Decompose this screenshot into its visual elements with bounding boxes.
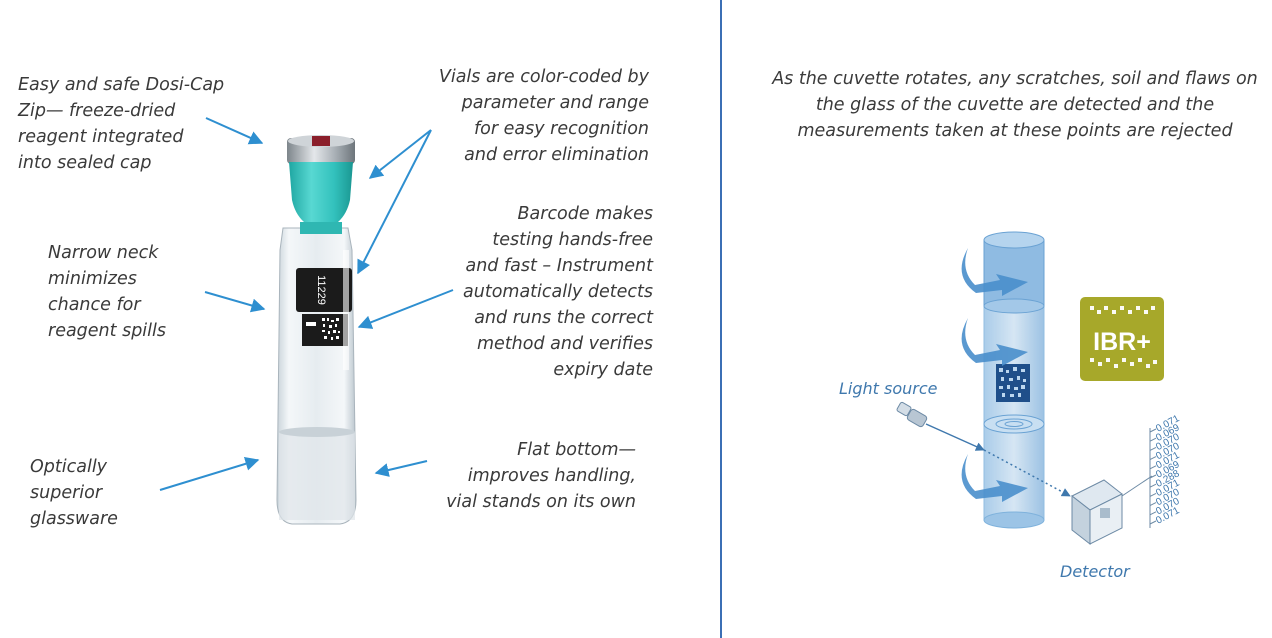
cap-seal-icon (312, 136, 330, 146)
light-source-icon (896, 401, 928, 428)
detector-label: Detector (1060, 562, 1130, 581)
ibr-logo: IBR+ (1080, 297, 1164, 381)
callout-optically: Optically superior glassware (30, 457, 118, 529)
reading-tick (1149, 483, 1157, 488)
reading-tick (1149, 511, 1157, 516)
readings-list: 0.0710.0690.0700.0700.0710.0690.2880.071… (1149, 413, 1182, 528)
reading-tick (1149, 520, 1157, 525)
vial: 11229 (276, 135, 357, 525)
callout-flat-bottom: Flat bottom— improves handling, vial sta… (446, 440, 636, 512)
reading-tick (1149, 446, 1157, 451)
callout-color-coded: Vials are color-coded by parameter and r… (438, 67, 649, 165)
vial-cap (289, 162, 353, 222)
reading-tick (1149, 502, 1157, 507)
reading-tick (1149, 428, 1157, 433)
reading-tick (1149, 492, 1157, 497)
reading-tick (1149, 465, 1157, 470)
detector-icon (1071, 479, 1123, 546)
light-source-label: Light source (839, 379, 938, 398)
panel-divider (720, 0, 722, 638)
ibr-logo-text: IBR+ (1093, 328, 1151, 356)
cuvette-diagram: 0.0710.0690.0700.0700.0710.0690.2880.071… (896, 231, 1182, 546)
callout-barcode: Barcode makes testing hands-free and fas… (463, 204, 653, 380)
callout-dosi-cap: Easy and safe Dosi-Cap Zip— freeze-dried… (18, 75, 225, 173)
reading-tick (1149, 437, 1157, 442)
cuvette-description: As the cuvette rotates, any scratches, s… (772, 69, 1258, 141)
callout-narrow-neck: Narrow neck minimizes chance for reagent… (48, 243, 167, 341)
reading-tick (1149, 456, 1157, 461)
vial-label (296, 268, 352, 312)
reading-tick (1149, 474, 1157, 479)
rotation-arrows (961, 248, 1028, 502)
vial-label-number: 11229 (315, 275, 327, 305)
callout-arrows (159, 117, 454, 491)
vial-barcode (322, 318, 340, 340)
